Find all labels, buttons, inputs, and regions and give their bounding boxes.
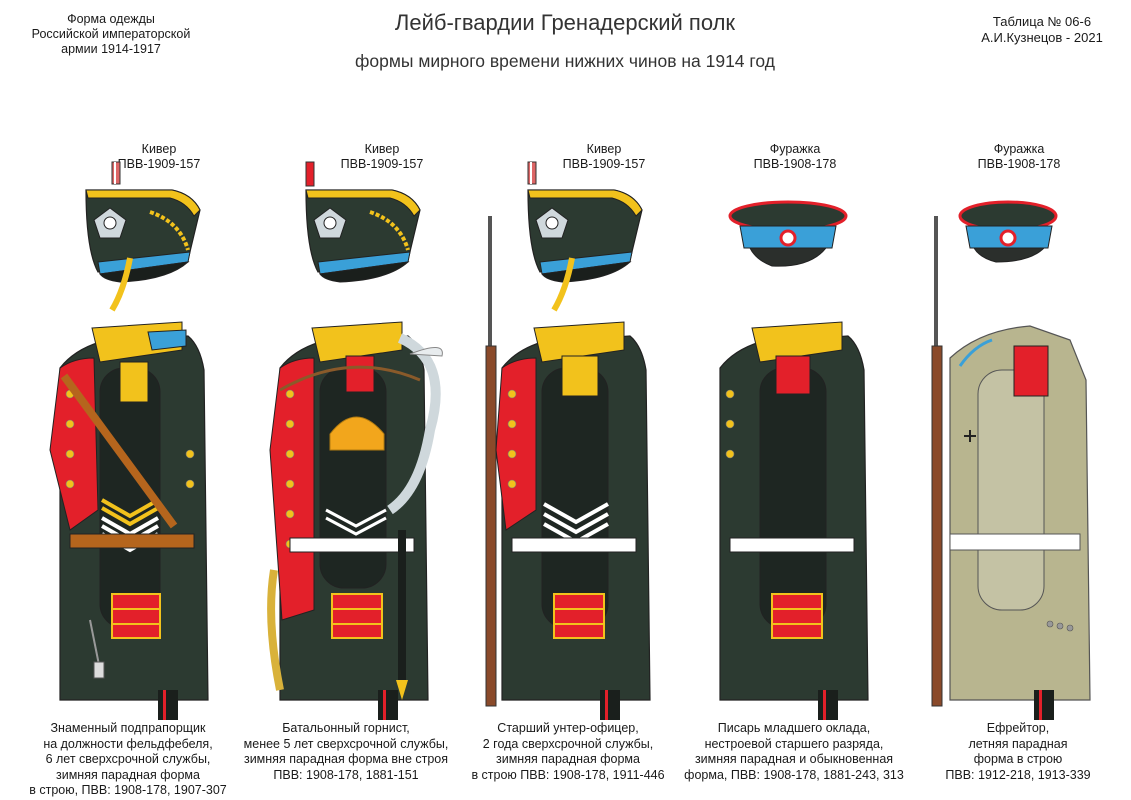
- caption-line: Старший унтер-офицер,: [497, 721, 639, 735]
- caption-line: на должности фельдфебеля,: [43, 736, 213, 751]
- tunic: [719, 321, 869, 720]
- hat-code: ПВВ-1909-157: [340, 157, 424, 171]
- hat-label-5: Фуражка ПВВ-1908-178: [944, 142, 1094, 172]
- uniform-figure-3: [485, 161, 651, 720]
- caption-line: 2 года сверхсрочной службы,: [482, 736, 654, 751]
- caption-5: Ефрейтор, летняя парадная форма в строю …: [908, 721, 1128, 783]
- caption-2: Батальонный горнист, менее 5 лет сверхср…: [236, 721, 456, 783]
- caption-line: зимняя парадная и обыкновенная: [694, 752, 894, 766]
- tunic: [49, 321, 209, 720]
- kiver-shako: [85, 161, 201, 312]
- hat-label-1: Кивер ПВВ-1909-157: [84, 142, 234, 172]
- hat-code: ПВВ-1908-178: [977, 157, 1061, 171]
- hat-name: Кивер: [586, 142, 622, 156]
- caption-line: менее 5 лет сверхсрочной службы,: [243, 736, 449, 751]
- caption-line: ПВВ: 1912-218, 1913-339: [945, 767, 1091, 782]
- caption-line: летняя парадная: [968, 736, 1068, 751]
- hat-name: Кивер: [364, 142, 400, 156]
- caption-3: Старший унтер-офицер, 2 года сверхсрочно…: [458, 721, 678, 783]
- hat-name: Фуражка: [769, 142, 821, 156]
- hat-code: ПВВ-1908-178: [753, 157, 837, 171]
- series-line: Российской императорской: [31, 27, 191, 41]
- caption-line: Писарь младшего оклада,: [717, 721, 871, 735]
- hat-label-2: Кивер ПВВ-1909-157: [307, 142, 457, 172]
- rifle: [931, 216, 943, 707]
- caption-4: Писарь младшего оклада, нестроевой старш…: [684, 721, 904, 783]
- caption-line: форма в строю: [973, 752, 1063, 766]
- hat-label-4: Фуражка ПВВ-1908-178: [720, 142, 870, 172]
- caption-line: в строю, ПВВ: 1908-178, 1907-307: [29, 783, 227, 797]
- uniform-figure-5: [931, 200, 1091, 720]
- caption-line: зимняя парадная форма: [496, 752, 640, 766]
- author-line: А.И.Кузнецов - 2021: [981, 30, 1103, 45]
- gymnastyorka-tunic: [949, 325, 1091, 720]
- page-subtitle: формы мирного времени нижних чинов на 19…: [355, 51, 775, 71]
- caption-line: в строю ПВВ: 1908-178, 1911-446: [471, 767, 665, 782]
- caption-line: Ефрейтор,: [986, 721, 1050, 735]
- service-cap: [728, 200, 848, 267]
- hat-label-3: Кивер ПВВ-1909-157: [529, 142, 679, 172]
- caption-line: 6 лет сверхсрочной службы,: [45, 752, 211, 766]
- caption-1: Знаменный подпрапорщик на должности фель…: [18, 721, 238, 799]
- kiver-shako: [527, 161, 643, 312]
- hat-code: ПВВ-1909-157: [117, 157, 201, 171]
- series-line: Форма одежды: [67, 12, 155, 26]
- service-cap: [958, 200, 1058, 263]
- series-line: армии 1914-1917: [61, 42, 161, 56]
- hat-name: Фуражка: [993, 142, 1045, 156]
- caption-line: нестроевой старшего разряда,: [704, 736, 884, 751]
- uniform-figure-1: [49, 161, 209, 720]
- caption-line: Знаменный подпрапорщик: [50, 721, 206, 735]
- hat-code: ПВВ-1909-157: [562, 157, 646, 171]
- table-info: Таблица № 06-6 А.И.Кузнецов - 2021: [972, 14, 1112, 46]
- rifle: [485, 216, 497, 707]
- table-number: Таблица № 06-6: [992, 14, 1092, 29]
- uniform-figure-4: [719, 200, 869, 720]
- caption-line: форма, ПВВ: 1908-178, 1881-243, 313: [684, 767, 904, 782]
- caption-line: Батальонный горнист,: [282, 721, 410, 735]
- caption-line: зимняя парадная форма вне строя: [243, 752, 449, 766]
- page-title: Лейб-гвардии Гренадерский полк: [394, 10, 736, 35]
- hat-name: Кивер: [141, 142, 177, 156]
- caption-line: зимняя парадная форма: [56, 767, 200, 782]
- caption-line: ПВВ: 1908-178, 1881-151: [273, 767, 419, 782]
- series-header: Форма одежды Российской императорской ар…: [22, 12, 200, 57]
- tunic: [495, 321, 651, 720]
- uniform-figure-2: [267, 161, 443, 720]
- tunic: [267, 321, 443, 720]
- kiver-shako: [305, 161, 421, 283]
